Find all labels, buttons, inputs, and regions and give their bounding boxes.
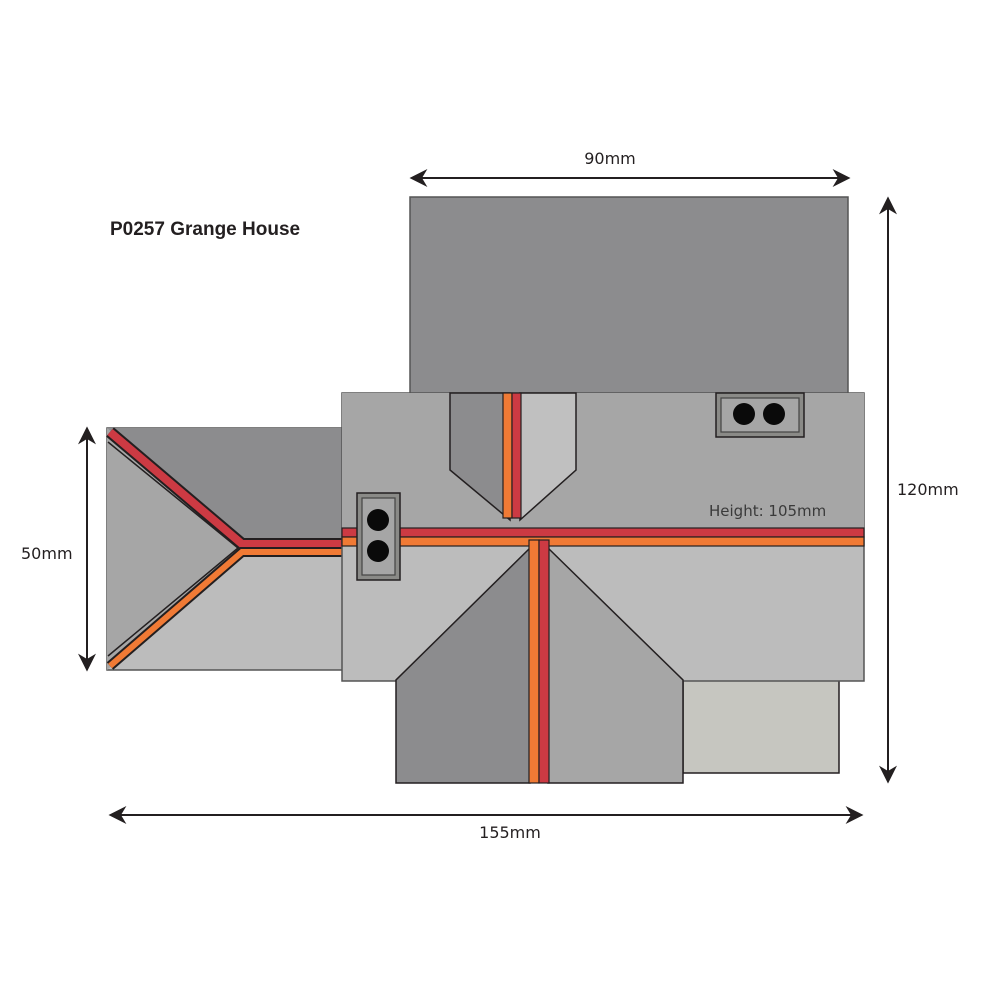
chimney-right [715,392,805,438]
chimney-pot-icon [367,540,389,562]
rear-block-roof [409,196,849,395]
left-wing-roof [106,427,344,671]
page-title: P0257 Grange House [110,219,300,240]
dimension-total-height: 120mm [897,480,959,499]
dimension-top-width: 90mm [584,149,636,168]
chimney-pot-icon [763,403,785,425]
height-label: Height: 105mm [709,502,826,520]
chimney-pot-icon [367,509,389,531]
chimney-left [356,492,401,581]
chimney-pot-icon [733,403,755,425]
front-gable-roof [395,539,684,784]
flat-roof-extension [682,669,840,774]
dimension-total-width: 155mm [479,823,541,842]
dimension-wing-height: 50mm [21,544,73,563]
